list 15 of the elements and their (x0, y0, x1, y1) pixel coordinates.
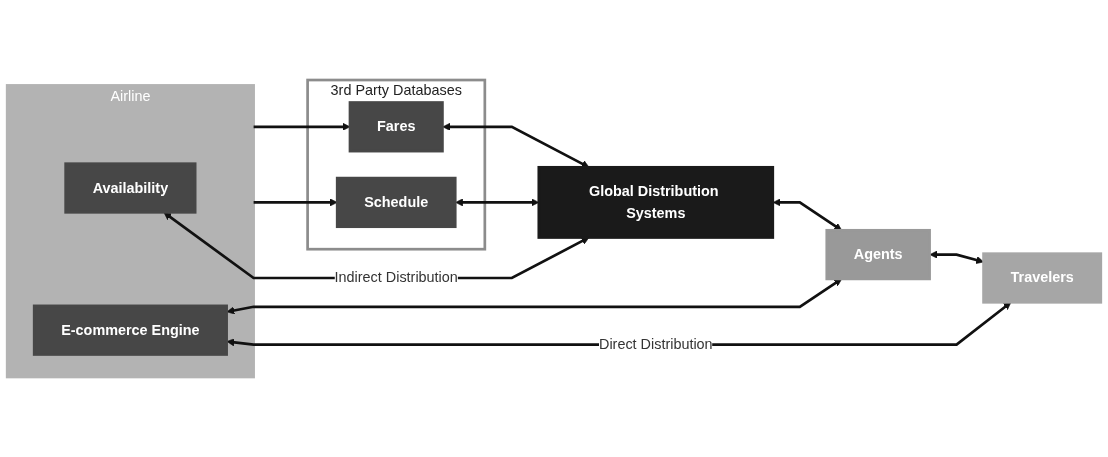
node-box: Availability (64, 162, 197, 214)
arrow (442, 122, 590, 168)
edge-label: Indirect Distribution (334, 269, 458, 286)
arrow (253, 122, 351, 131)
node-box: Agents (825, 228, 931, 281)
arrow (929, 250, 984, 264)
arrow (226, 278, 843, 315)
node-box: Travelers (982, 252, 1103, 304)
arrow (253, 198, 338, 207)
edge-label: Direct Distribution (598, 336, 713, 352)
arrow (772, 198, 843, 231)
node-box: E-commerce Engine (32, 304, 228, 356)
node-box: Schedule (335, 176, 457, 229)
node-box: Global Distribution Systems (537, 165, 775, 239)
node-box: Fares (348, 101, 444, 153)
